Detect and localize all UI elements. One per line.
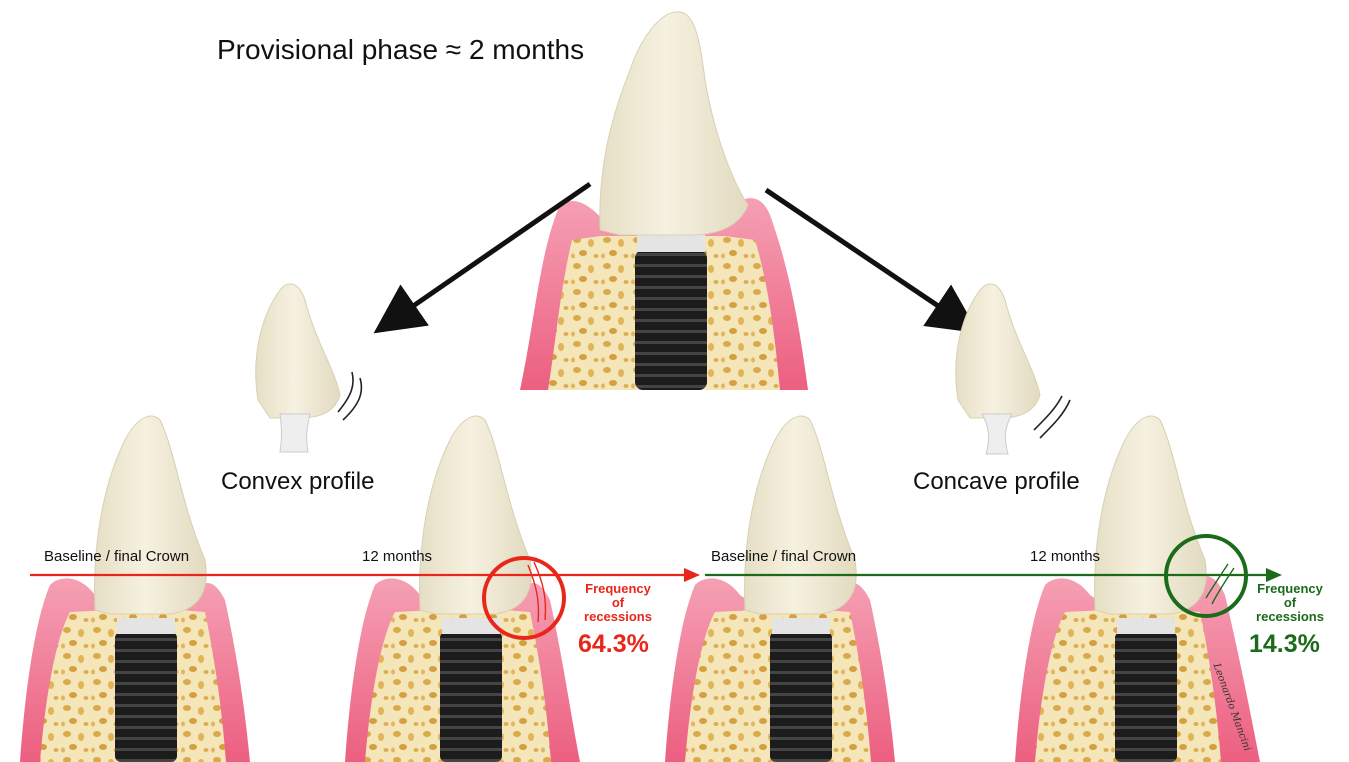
convex-profile-label: Convex profile xyxy=(221,468,374,496)
convex-crown-icon xyxy=(256,284,362,452)
convex-timeline-arrowhead xyxy=(684,568,700,582)
concave-crown-icon xyxy=(956,284,1070,454)
convex-12months-implant xyxy=(345,416,580,762)
concave-timeline-arrowhead xyxy=(1266,568,1282,582)
concave-frequency-label: Frequency of recessions xyxy=(1244,582,1336,624)
concave-12months-label: 12 months xyxy=(1030,548,1100,565)
implant-fixture-top xyxy=(635,250,707,390)
convex-baseline-implant xyxy=(20,416,250,762)
convex-frequency-value: 64.3% xyxy=(578,630,649,659)
convex-12months-label: 12 months xyxy=(362,548,432,565)
concave-frequency-value: 14.3% xyxy=(1249,630,1320,659)
convex-baseline-label: Baseline / final Crown xyxy=(44,548,189,565)
provisional-crown xyxy=(600,12,748,235)
concave-baseline-implant xyxy=(665,416,895,762)
concave-baseline-label: Baseline / final Crown xyxy=(711,548,856,565)
convex-frequency-label: Frequency of recessions xyxy=(572,582,664,624)
concave-profile-label: Concave profile xyxy=(913,468,1080,496)
arrow-to-concave xyxy=(766,190,962,322)
diagram-title: Provisional phase ≈ 2 months xyxy=(217,34,584,66)
